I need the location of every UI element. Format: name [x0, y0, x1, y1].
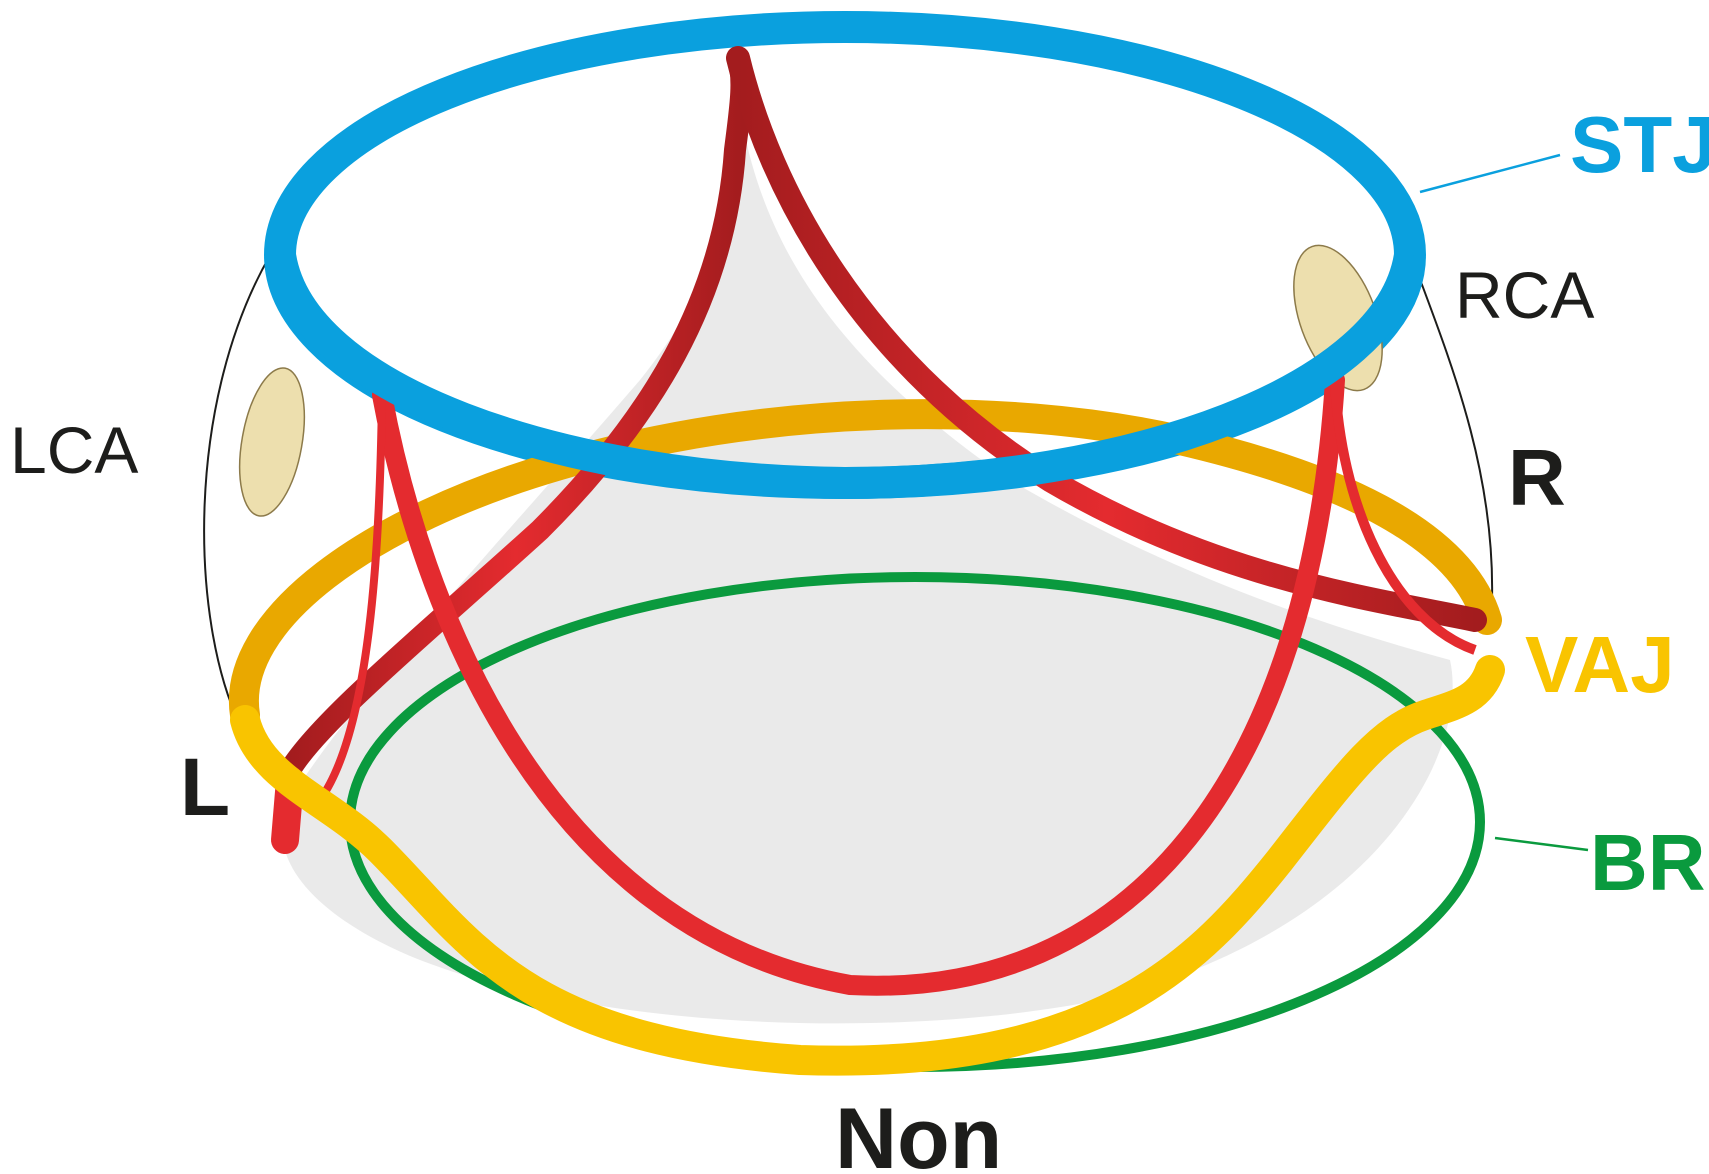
stj-ring-front [264, 251, 1426, 500]
leaflet-surfaces [282, 110, 1453, 1024]
r-label: R [1508, 433, 1566, 522]
stj-label: STJ [1570, 100, 1709, 189]
vaj-label: VAJ [1525, 620, 1675, 709]
br-label: BR [1590, 818, 1706, 907]
vaj-ring [230, 655, 1505, 1076]
sinus-outline-left [203, 251, 273, 726]
sinus-outline-right [1411, 257, 1494, 601]
br-leader [1494, 836, 1589, 852]
lca-ostium [238, 367, 306, 517]
non-label: Non [835, 1091, 1002, 1174]
rca-label: RCA [1455, 258, 1594, 332]
l-label: L [180, 742, 230, 833]
lca-label: LCA [10, 413, 138, 487]
stj-leader [1419, 153, 1561, 194]
